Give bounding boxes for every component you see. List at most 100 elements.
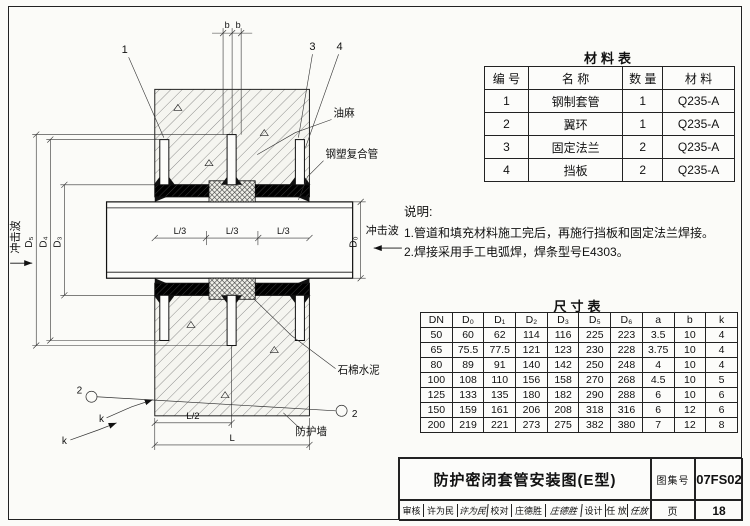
dim-l3-label: L/3 (226, 226, 239, 236)
table-cell: 268 (610, 372, 643, 388)
table-cell: 273 (515, 417, 548, 433)
section-mark-2: 2 2 (77, 386, 358, 420)
dimension-diameters-left: D₅ D₄ D₃ (24, 131, 228, 349)
column-header: D₆ (610, 312, 643, 328)
table-cell: 110 (483, 372, 517, 388)
asbestos-cement-filler (208, 180, 256, 300)
approval-row: 审核 许为民 许为民 校对 庄德胜 庄德胜 设计 任 放 任放 (399, 500, 651, 521)
table-cell: 200 (420, 417, 453, 433)
table-cell: 230 (578, 342, 612, 358)
table-cell: 290 (578, 387, 612, 403)
shockwave-left-label: 冲击波 (8, 220, 22, 253)
component-labels: 油麻 钢塑复合管 石棉水泥 防护墙 (252, 106, 380, 438)
pipe-label: 钢塑复合管 (326, 148, 379, 161)
table-cell: 225 (578, 327, 612, 343)
shockwave-right-label: 冲击波 (366, 223, 399, 237)
table-cell: 挡板 (527, 158, 624, 182)
dim-d5-label: D₅ (24, 236, 35, 247)
plates (159, 134, 305, 347)
table-cell: 77.5 (483, 342, 517, 358)
dimension-d0-right: D₀ (349, 198, 366, 282)
table-cell: 142 (546, 357, 580, 373)
table-cell: 固定法兰 (527, 135, 624, 159)
protective-wall-label: 防护墙 (295, 425, 327, 438)
dim-d4-label: D₄ (38, 236, 49, 247)
table-cell: 380 (610, 417, 643, 433)
dim-l2-label: L/2 (186, 411, 199, 422)
shockwave-left: 冲击波 (8, 220, 33, 267)
column-header: D₂ (515, 312, 548, 328)
table-cell: 7 (641, 417, 675, 433)
table-cell: 89 (451, 357, 485, 373)
column-header: 编 号 (484, 66, 529, 90)
dim-b-label: b (225, 20, 230, 30)
reviewer-label: 审核 (400, 504, 424, 517)
table-cell: 208 (546, 402, 580, 418)
table-cell: 4.5 (641, 372, 675, 388)
table-cell: 159 (451, 402, 485, 418)
dimension-table-title: 尺寸表 (553, 299, 605, 314)
table-cell: 6 (705, 402, 738, 418)
table-cell: 翼环 (527, 112, 624, 136)
table-cell: 121 (515, 342, 548, 358)
designer-signature: 任放 (629, 506, 649, 516)
table-cell: 3.5 (641, 327, 675, 343)
table-cell: 114 (515, 327, 548, 343)
weld-size-k-label: k (62, 436, 68, 447)
column-header: 名 称 (527, 66, 624, 90)
dimension-l-thirds: L/3 L/3 L/3 (151, 226, 313, 246)
table-cell: 50 (420, 327, 453, 343)
baffle-plate-bottom-right (294, 294, 305, 341)
table-cell: 2 (484, 112, 529, 136)
table-cell: 161 (483, 402, 517, 418)
title-block: 防护密闭套管安装图(E型) 图集号 07FS02 审核 许为民 许为民 校对 庄… (398, 457, 743, 521)
atlas-number-label: 图集号 (651, 458, 695, 500)
table-cell: 140 (515, 357, 548, 373)
designer-name: 任 放 (606, 504, 628, 517)
proofreader-name: 庄德胜 (512, 504, 546, 517)
table-cell: 182 (546, 387, 580, 403)
table-cell: 12 (673, 402, 707, 418)
column-header: a (641, 312, 675, 328)
column-header: D₀ (451, 312, 485, 328)
table-cell: 318 (578, 402, 612, 418)
wing-ring-bottom (226, 294, 237, 347)
table-cell: 123 (546, 342, 580, 358)
table-cell: 3 (484, 135, 529, 159)
weld-size-callouts: k k (62, 399, 153, 447)
table-cell: 62 (483, 327, 517, 343)
designer-label: 设计 (582, 504, 606, 517)
column-header: D₅ (578, 312, 612, 328)
table-cell: 108 (451, 372, 485, 388)
table-cell: 248 (610, 357, 643, 373)
table-cell: 10 (673, 372, 707, 388)
weld-size-k-label: k (99, 414, 105, 425)
table-cell: 156 (515, 372, 548, 388)
table-cell: 12 (673, 417, 707, 433)
table-cell: 316 (610, 402, 643, 418)
table-cell: Q235-A (662, 158, 735, 182)
table-cell: Q235-A (662, 135, 735, 159)
table-cell: 10 (673, 327, 707, 343)
column-header: 材 料 (662, 66, 735, 90)
table-cell: 10 (673, 342, 707, 358)
table-cell: 206 (515, 402, 548, 418)
page-label: 页 (651, 500, 695, 521)
table-cell: 228 (610, 342, 643, 358)
table-cell: 4 (705, 342, 738, 358)
table-cell: 10 (673, 387, 707, 403)
note-item: 2.焊接采用手工电弧焊，焊条型号E4303。 (404, 245, 629, 260)
table-cell: 65 (420, 342, 453, 358)
table-cell: 1 (622, 89, 664, 113)
header-row: 编 号名 称数 量材 料 (484, 66, 735, 90)
section-2-label: 2 (352, 409, 358, 420)
